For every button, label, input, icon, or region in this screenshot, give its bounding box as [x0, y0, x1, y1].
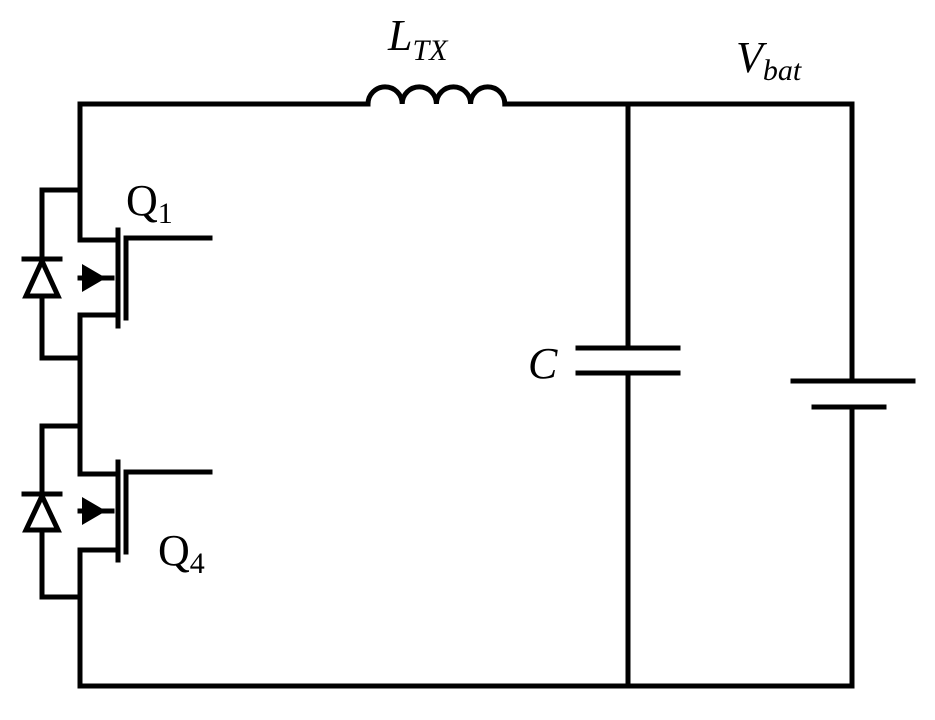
battery-vbat — [790, 101, 916, 689]
inductor-label: LTX — [387, 11, 449, 67]
inductor-ltx — [365, 84, 508, 107]
q1-label: Q1 — [126, 176, 173, 230]
mosfet-q1 — [77, 227, 213, 329]
capacitor-c — [575, 101, 681, 689]
mosfet-q4 — [77, 459, 213, 563]
diode-q1 — [21, 187, 83, 361]
q1-body-arrow — [82, 264, 106, 292]
q4-label: Q4 — [158, 526, 205, 580]
capacitor-label: C — [528, 339, 558, 388]
battery-label: Vbat — [736, 33, 802, 87]
q4-body-arrow — [82, 497, 106, 525]
diode-q4 — [21, 423, 83, 600]
main-wires — [77, 101, 855, 689]
